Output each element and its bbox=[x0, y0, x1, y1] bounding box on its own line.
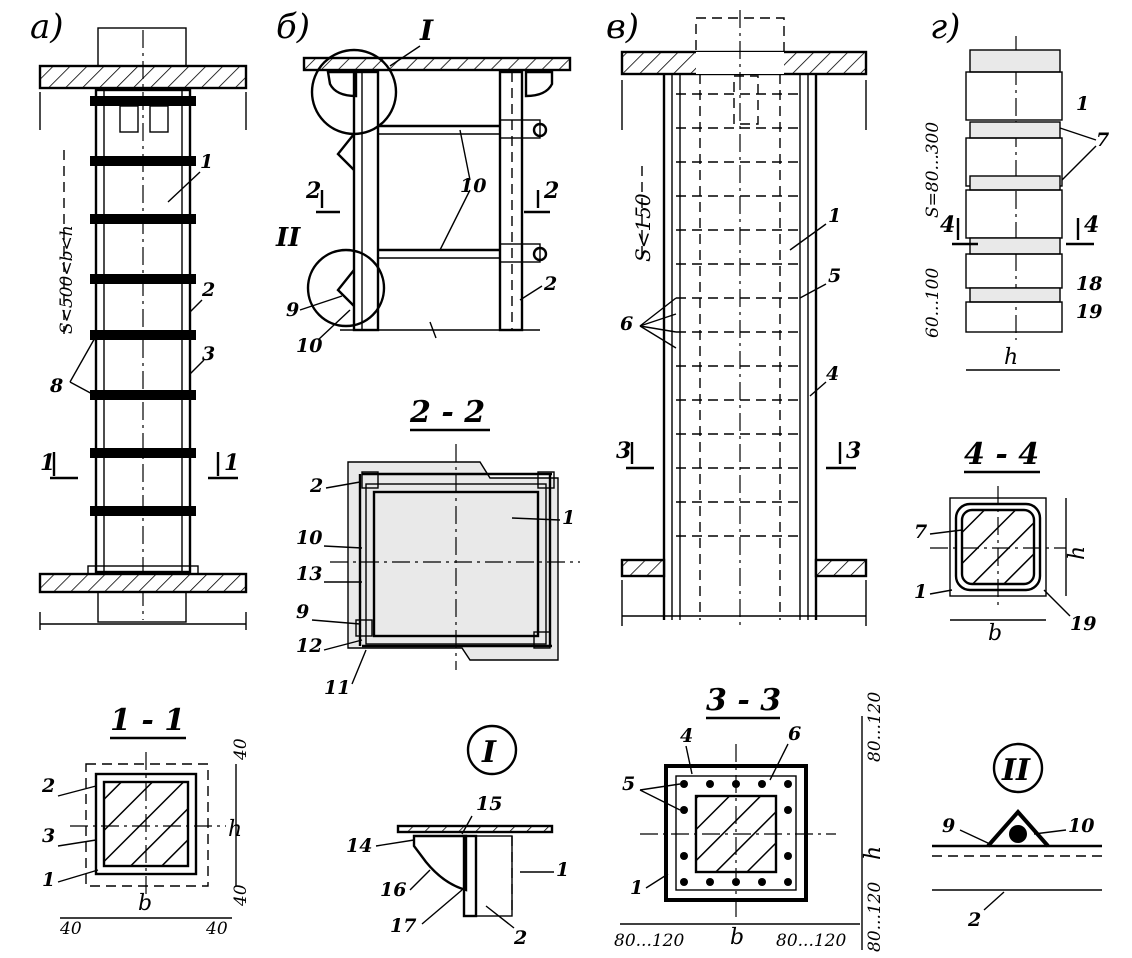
cut-mark-3-right: 3 bbox=[846, 438, 861, 464]
cut-mark-3-left: 3 bbox=[616, 438, 631, 464]
leader-1-s11: 1 bbox=[42, 869, 55, 891]
section-title-2-2: 2 - 2 bbox=[409, 395, 485, 430]
cut-mark-2-left: 2 bbox=[305, 178, 321, 204]
cut-mark-4-right: 4 bbox=[1084, 212, 1099, 238]
leader-1-detailI: 1 bbox=[556, 859, 569, 881]
leader-19-g: 19 bbox=[1076, 301, 1102, 323]
cut-mark-2-right: 2 bbox=[543, 178, 559, 204]
rebar-dots bbox=[680, 780, 792, 886]
detail-mark-II: II bbox=[275, 223, 301, 253]
detail-title-I: I bbox=[481, 735, 497, 770]
dim-40-top: 40 bbox=[231, 738, 251, 761]
leader-2-a: 2 bbox=[201, 279, 215, 301]
panel-label-g: г) bbox=[930, 7, 960, 47]
section-title-3-3: 3 - 3 bbox=[706, 683, 781, 718]
leader-1-v: 1 bbox=[828, 205, 841, 227]
leader-9-s22: 9 bbox=[296, 601, 309, 623]
panel-v-elevation: в) bbox=[606, 7, 868, 630]
dim-40-bottom: 40 bbox=[231, 884, 251, 907]
leader-8-a: 8 bbox=[49, 375, 63, 397]
detail-II: II 9 10 2 bbox=[932, 742, 1102, 931]
cut-mark-1-left: 1 bbox=[40, 450, 55, 476]
leader-13-s22: 13 bbox=[296, 563, 322, 585]
leader-16: 16 bbox=[380, 879, 406, 901]
dim-spacing-a: S<500<b<h bbox=[57, 225, 77, 334]
leader-3-s11: 3 bbox=[42, 825, 55, 847]
block-stack bbox=[965, 49, 1063, 333]
dim-80-120-b-left: 80...120 bbox=[614, 931, 684, 951]
leader-18-g: 18 bbox=[1076, 273, 1102, 295]
leader-2-s22: 2 bbox=[309, 475, 323, 497]
dim-spacing-g: S=80...300 bbox=[923, 122, 943, 218]
leader-2-detailI: 2 bbox=[513, 927, 527, 949]
leader-1-s22: 1 bbox=[562, 507, 575, 529]
dim-b-s33: b bbox=[730, 925, 744, 950]
section-3-3: 3 - 3 4 6 5 1 bbox=[614, 683, 886, 952]
cut-mark-4-left: 4 bbox=[940, 212, 955, 238]
detail-title-II: II bbox=[1001, 753, 1031, 788]
panel-b-elevation: б) I II 2 2 bbox=[275, 7, 572, 357]
leader-19-s44: 19 bbox=[1070, 613, 1096, 635]
dim-gap-g: 60...100 bbox=[923, 268, 943, 338]
dim-h-g: h bbox=[1004, 345, 1018, 370]
panel-label-v: в) bbox=[606, 7, 639, 47]
panel-label-b: б) bbox=[276, 7, 310, 47]
leader-7-g: 7 bbox=[1096, 129, 1109, 151]
detail-mark-I: I bbox=[419, 14, 434, 47]
leader-14: 14 bbox=[346, 835, 372, 857]
leader-2-s11: 2 bbox=[41, 775, 55, 797]
leader-4-v: 4 bbox=[826, 363, 839, 385]
panel-label-a: а) bbox=[30, 7, 64, 47]
leader-11-s22: 11 bbox=[324, 677, 350, 699]
leader-6-v: 6 bbox=[620, 313, 633, 335]
leader-4-s33: 4 bbox=[680, 725, 693, 747]
leader-10-II: 10 bbox=[1068, 815, 1094, 837]
leader-2-II: 2 bbox=[967, 909, 981, 931]
dim-b-s11: b bbox=[138, 891, 152, 916]
leader-1-s33: 1 bbox=[630, 877, 643, 899]
leader-5-s33: 5 bbox=[622, 773, 635, 795]
leader-1-g: 1 bbox=[1076, 93, 1089, 115]
dim-80-120-r-top: 80...120 bbox=[865, 692, 885, 762]
panel-g-elevation: г) h S=80...300 60...100 1 7 18 19 4 4 bbox=[923, 7, 1109, 371]
dim-40-right: 40 bbox=[205, 919, 228, 939]
section-title-1-1: 1 - 1 bbox=[110, 703, 185, 738]
dim-40-left: 40 bbox=[59, 919, 82, 939]
leader-5-v: 5 bbox=[828, 265, 841, 287]
dim-b-s44: b bbox=[988, 621, 1002, 646]
dim-spacing-v: S<150 bbox=[631, 193, 655, 262]
ties-dashes bbox=[676, 93, 804, 537]
dim-80-120-r-bottom: 80...120 bbox=[865, 882, 885, 952]
dim-h-s11: h bbox=[228, 817, 242, 842]
leader-17: 17 bbox=[390, 915, 416, 937]
dim-h-s33: h bbox=[861, 846, 886, 860]
leader-3-a: 3 bbox=[202, 343, 215, 365]
leader-9-II: 9 bbox=[942, 815, 955, 837]
leader-1-s44: 1 bbox=[914, 581, 927, 603]
section-title-4-4: 4 - 4 bbox=[964, 437, 1039, 472]
leader-15: 15 bbox=[476, 793, 502, 815]
section-1-1: 1 - 1 2 3 1 40 h 40 40 b 40 bbox=[41, 703, 251, 939]
cut-mark-1-right: 1 bbox=[224, 450, 239, 476]
leader-12-s22: 12 bbox=[296, 635, 322, 657]
leader-10-b-top: 10 bbox=[460, 175, 486, 197]
detail-I: I 15 14 16 17 1 2 bbox=[346, 724, 569, 949]
leader-10-b: 10 bbox=[296, 335, 322, 357]
dim-h-s44: h bbox=[1065, 546, 1090, 560]
leader-2-b: 2 bbox=[543, 273, 557, 295]
leader-10-s22: 10 bbox=[296, 527, 322, 549]
dim-80-120-b-right: 80...120 bbox=[776, 931, 846, 951]
leader-7-s44: 7 bbox=[914, 521, 927, 543]
leader-9-b: 9 bbox=[286, 299, 299, 321]
section-2-2: 2 - 2 2 1 10 13 9 12 11 bbox=[296, 395, 580, 699]
section-4-4: 4 - 4 7 1 19 h b bbox=[914, 437, 1096, 646]
leader-1-a: 1 bbox=[200, 151, 213, 173]
leader-6-s33: 6 bbox=[788, 723, 801, 745]
panel-a-elevation: а) S<500<b<h bbox=[30, 7, 248, 630]
